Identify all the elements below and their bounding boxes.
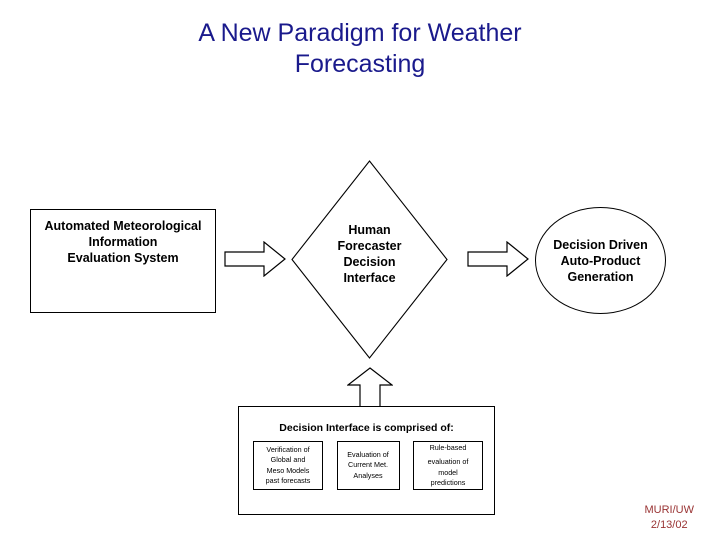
output-circle-line-2: Auto-Product xyxy=(560,254,641,268)
decision-diamond-line-2: Forecaster xyxy=(337,239,402,253)
footer: MURI/UW 2/13/02 xyxy=(645,503,695,532)
output-circle-line-3: Generation xyxy=(567,270,634,284)
output-circle: Decision Driven Auto-Product Generation xyxy=(535,207,666,314)
page-title-line-1: A New Paradigm for Weather xyxy=(198,19,522,47)
decision-diamond-line-1: Human xyxy=(348,223,391,237)
component-box-evaluation: Evaluation of Current Met. Analyses xyxy=(336,441,400,490)
footer-organization: MURI/UW xyxy=(644,504,695,517)
component-3-line-2: evaluation of xyxy=(427,457,469,467)
output-circle-shape xyxy=(535,207,666,314)
detail-panel-heading: Decision Interface is comprised of: xyxy=(279,422,454,434)
arrow-diamond-to-circle-icon xyxy=(467,241,529,277)
component-box-rule-based: Rule-based evaluation of model predictio… xyxy=(413,441,483,490)
footer-date: 2/13/02 xyxy=(650,518,688,531)
output-circle-label: Decision Driven Auto-Product Generation xyxy=(536,237,665,285)
decision-diamond-line-3: Decision xyxy=(343,255,396,269)
decision-diamond: Human Forecaster Decision Interface xyxy=(291,160,448,359)
component-3-line-1: Rule-based xyxy=(429,443,467,453)
component-box-verification: Verification of Global and Meso Models p… xyxy=(253,441,323,490)
decision-diamond-line-4: Interface xyxy=(343,271,396,285)
component-2-line-1: Evaluation of xyxy=(347,450,389,460)
page-title-line-2: Forecasting xyxy=(294,50,426,79)
component-1-line-2: Global and xyxy=(270,455,306,465)
component-3-line-3: model xyxy=(438,467,458,477)
component-2-line-3: Analyses xyxy=(353,470,383,480)
component-1-line-1: Verification of xyxy=(266,445,310,455)
component-1-line-3: Meso Models xyxy=(266,465,310,475)
component-1-line-4: past forecasts xyxy=(265,475,311,485)
arrow-detail-to-diamond-icon xyxy=(347,367,393,411)
component-2-line-2: Current Met. xyxy=(348,460,388,470)
detail-panel-components: Verification of Global and Meso Models p… xyxy=(253,441,483,490)
output-circle-line-1: Decision Driven xyxy=(553,238,648,252)
input-system-box: Automated Meteorological Information Eva… xyxy=(30,209,216,313)
input-system-line-3: Evaluation System xyxy=(67,251,179,265)
input-system-line-2: Information xyxy=(88,235,158,249)
input-system-label: Automated Meteorological Information Eva… xyxy=(34,218,212,266)
arrow-input-to-diamond-icon xyxy=(224,241,286,277)
detail-panel: Decision Interface is comprised of: Veri… xyxy=(238,406,495,515)
decision-diamond-label: Human Forecaster Decision Interface xyxy=(299,222,440,286)
input-system-line-1: Automated Meteorological xyxy=(44,219,202,233)
component-3-line-4: predictions xyxy=(430,477,466,487)
page-title: A New Paradigm for Weather Forecasting xyxy=(60,18,660,81)
